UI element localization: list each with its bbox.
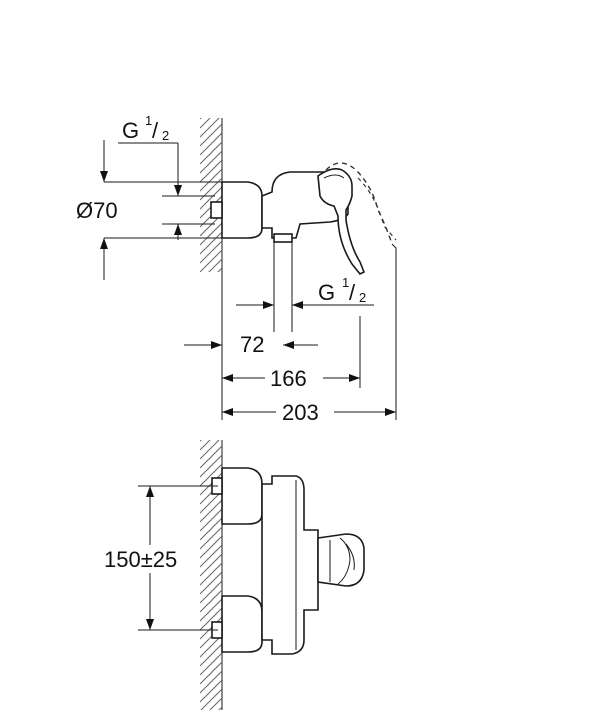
hatch-line [200, 222, 222, 246]
hatch-line [200, 177, 222, 201]
dim-inlet-spacing: 150±25 [104, 547, 177, 572]
hatch-line [200, 535, 222, 559]
hatch-line [200, 168, 222, 192]
hatch-line [200, 440, 220, 460]
hatch-line [200, 249, 222, 272]
mixer-body-front [261, 475, 319, 655]
hatch-line [200, 616, 222, 640]
hatch-line [200, 526, 222, 550]
hatch-line [200, 231, 222, 255]
hatch-line [200, 517, 222, 541]
thread-dimension-top: G 1 / 2 [118, 113, 215, 240]
lower-wall-fitting [211, 595, 263, 653]
hatch-line [200, 295, 222, 317]
hatch-line [200, 463, 222, 487]
hatch-line [200, 652, 222, 676]
thread-label-top-num: 1 [145, 113, 152, 128]
hatch-line [200, 445, 222, 469]
hatch-line [200, 240, 222, 264]
hatch-line [200, 661, 222, 685]
wall-hatch-top [200, 88, 223, 317]
horizontal-dimensions: 72 166 203 [184, 260, 397, 425]
dim-wall-to-outlet: 72 [240, 332, 264, 357]
hatch-line [200, 159, 222, 183]
inlet-spacing-dimension: 150±25 [100, 485, 218, 631]
hatch-line [200, 580, 222, 604]
hatch-line [200, 598, 222, 622]
hatch-line [200, 440, 211, 451]
hatch-line [200, 118, 202, 120]
hatch-line [200, 670, 222, 694]
thread-label-outlet-den: 2 [359, 290, 366, 305]
wall-hatch-bottom [200, 410, 223, 720]
hatch-line [200, 688, 222, 710]
hatch-line [200, 277, 222, 299]
hatch-line [200, 132, 222, 156]
fraction-slash-outlet: / [349, 280, 356, 305]
hatch-line [200, 150, 222, 174]
hatch-line [200, 410, 222, 432]
hatch-line [209, 697, 222, 710]
hatch-line [200, 186, 222, 210]
diameter-dimension: Ø70 [76, 140, 228, 280]
hatch-line [200, 571, 222, 595]
hatch-line [200, 643, 222, 667]
upper-wall-fitting [211, 467, 263, 525]
hatch-line [200, 440, 202, 442]
thread-label-top-den: 2 [162, 128, 169, 143]
hatch-line [200, 589, 222, 613]
hatch-line [200, 716, 222, 720]
hatch-line [200, 118, 220, 138]
dim-wall-to-lever: 166 [270, 366, 307, 391]
hatch-line [200, 286, 222, 308]
hatch-line [200, 118, 211, 129]
diameter-label: Ø70 [76, 198, 118, 223]
hatch-line [200, 472, 222, 496]
hatch-line [200, 141, 222, 165]
hatch-line [208, 258, 222, 272]
hatch-line [200, 607, 222, 631]
thread-label-top-base: G [122, 118, 139, 143]
hatch-line [217, 267, 222, 272]
hatch-line [200, 88, 222, 110]
lever-front [317, 533, 365, 587]
thread-dimension-outlet: G 1 / 2 [236, 242, 374, 332]
hatch-line [200, 123, 222, 147]
fraction-slash-top: / [152, 118, 159, 143]
hatch-line [200, 499, 222, 523]
hatch-line [200, 553, 222, 577]
hatch-line [200, 508, 222, 532]
hatch-line [200, 454, 222, 478]
hatch-line [200, 679, 222, 703]
hatch-line [200, 544, 222, 568]
hatch-line [200, 562, 222, 586]
thread-label-outlet-base: G [318, 280, 335, 305]
dim-wall-to-back: 203 [282, 400, 319, 425]
lever-handle [317, 162, 397, 276]
thread-label-outlet-num: 1 [342, 275, 349, 290]
